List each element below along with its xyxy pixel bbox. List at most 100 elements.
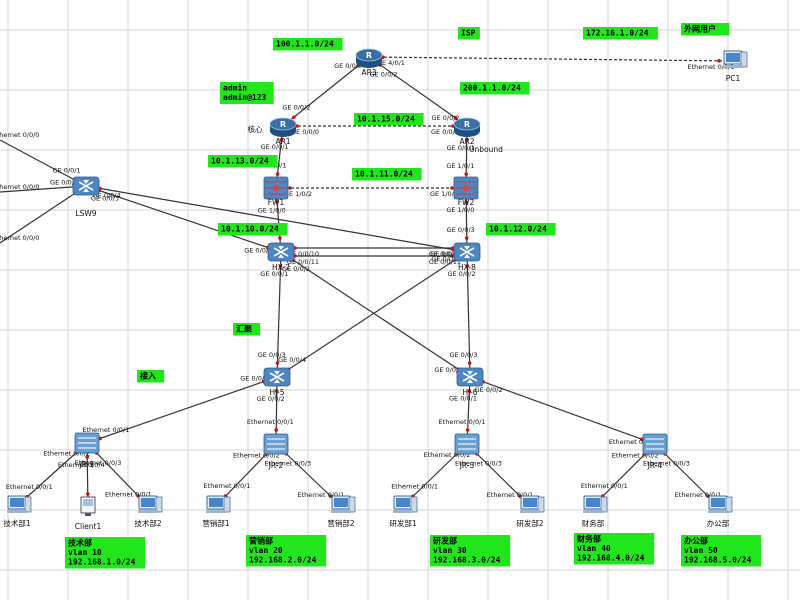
- device-label: 营销部2: [327, 518, 354, 528]
- keyboard: [723, 65, 743, 68]
- link-hj6-jr3[interactable]: [466, 376, 471, 445]
- port-label: Ethernet 0/0/1: [82, 426, 129, 434]
- note-text: 汇聚: [236, 324, 253, 334]
- port-label: GE 0/0/1: [449, 395, 477, 403]
- port-label: GE 0/0/4: [278, 356, 306, 364]
- device-pc-js2[interactable]: 技术部2: [134, 495, 163, 528]
- device-pc-yf2[interactable]: 研发部2: [516, 495, 545, 528]
- device-fw1[interactable]: FW1: [263, 176, 289, 207]
- device-fw2[interactable]: FW2: [453, 176, 479, 207]
- link-lsw9-hx7[interactable]: [85, 185, 282, 253]
- device-jr3[interactable]: JR-3: [454, 433, 480, 470]
- note-text: 10.1.10.0/24: [221, 225, 279, 234]
- device-jr2[interactable]: JR-2: [263, 433, 289, 470]
- device-label: AR3: [361, 68, 376, 77]
- network-note[interactable]: 汇聚: [233, 323, 261, 336]
- device-label: HJ-5: [269, 388, 284, 397]
- device-pc-yx1[interactable]: 营销部1: [202, 495, 231, 528]
- link-ar3-pc1[interactable]: [368, 56, 734, 62]
- link-ar3-ar1[interactable]: [282, 56, 370, 127]
- network-note[interactable]: ISP: [458, 27, 480, 40]
- note-text: 10.1.11.0/24: [355, 170, 413, 179]
- network-note[interactable]: 200.1.1.0/24: [460, 82, 530, 95]
- device-pc-bg[interactable]: 办公部: [707, 495, 733, 528]
- note-bg: [583, 27, 658, 40]
- device-hx7[interactable]: HX-7: [267, 242, 295, 272]
- screen: [209, 498, 223, 507]
- network-note[interactable]: 10.1.13.0/24: [208, 155, 278, 168]
- device-pc1[interactable]: PC1: [723, 50, 748, 83]
- note-bg: [220, 82, 274, 104]
- port-label: Ethernet 0/0/1: [6, 483, 53, 491]
- link-hx7-hj5[interactable]: [276, 251, 282, 378]
- device-label: AR1: [275, 137, 290, 146]
- note-text: 10.1.13.0/24: [211, 157, 269, 166]
- router-top: [453, 117, 481, 131]
- note-bg: [460, 82, 530, 95]
- device-hx8[interactable]: HX-8: [453, 242, 481, 272]
- keyboard: [7, 510, 27, 513]
- link-offscreen[interactable]: [0, 185, 87, 193]
- network-note[interactable]: 10.1.12.0/24: [486, 223, 556, 236]
- port-label: GE 1/0/2: [284, 190, 312, 198]
- note-bg: [574, 533, 655, 565]
- note-text: 200.1.1.0/24: [463, 84, 521, 93]
- port-label: GE 0/0/9: [244, 247, 272, 255]
- device-label: HX-8: [458, 263, 476, 272]
- port-dot: [464, 236, 469, 240]
- link-hj5-jr2[interactable]: [275, 376, 278, 445]
- device-lsw9[interactable]: LSW9: [72, 176, 100, 218]
- network-note[interactable]: 10.1.10.0/24: [218, 223, 288, 236]
- port-dot: [453, 116, 458, 120]
- router-top: [355, 48, 383, 62]
- port-label: GE 0/0/1: [447, 144, 475, 152]
- note-text: 研发部: [433, 536, 457, 546]
- network-note[interactable]: 10.1.11.0/24: [352, 168, 422, 181]
- screen: [523, 498, 537, 507]
- device-jr4[interactable]: JR-4: [642, 433, 668, 470]
- port-dot: [278, 236, 282, 240]
- link-hx8-hj5[interactable]: [276, 251, 468, 378]
- link-hx7-hj6[interactable]: [280, 251, 471, 378]
- network-note[interactable]: 100.1.1.0/24: [273, 38, 343, 51]
- device-label: AR2: [459, 137, 474, 146]
- device-pc-yf1[interactable]: 研发部1: [389, 495, 418, 528]
- device-ar3[interactable]: R AR3: [355, 48, 383, 77]
- link-ar3-ar2[interactable]: [368, 56, 468, 127]
- link-hj6-jr4[interactable]: [469, 376, 656, 445]
- note-text: admin: [223, 83, 247, 93]
- link-lsw9-hx8[interactable]: [85, 185, 468, 253]
- device-client1[interactable]: Client1: [75, 496, 102, 531]
- note-text: 10.1.12.0/24: [489, 225, 547, 234]
- note-text: 192.168.2.0/24: [249, 556, 317, 565]
- device-hj6[interactable]: HJ-6: [456, 367, 484, 397]
- link-hj5-jr1[interactable]: [86, 376, 278, 444]
- device-pc-yx2[interactable]: 营销部2: [327, 495, 356, 528]
- device-pc-js1[interactable]: 技术部1: [3, 495, 32, 528]
- network-note[interactable]: 172.16.1.0/24: [583, 27, 658, 40]
- network-note[interactable]: 10.1.15.0/24: [354, 113, 424, 126]
- port-dot: [467, 361, 472, 365]
- port-label: GE 0/0/10: [287, 250, 319, 258]
- network-note[interactable]: 接入: [137, 370, 165, 383]
- link-offscreen[interactable]: [0, 139, 87, 187]
- device-jr1[interactable]: JR-1: [74, 432, 100, 469]
- switch-mark: [83, 180, 89, 192]
- device-hj5[interactable]: HJ-5: [263, 367, 291, 397]
- link-hx8-hj6[interactable]: [466, 251, 471, 378]
- router-icon: R: [366, 51, 372, 60]
- device-label: LSW9: [75, 209, 96, 218]
- link-offscreen[interactable]: [0, 185, 87, 244]
- device-pc-cw[interactable]: 财务部: [582, 495, 608, 528]
- network-note[interactable]: 外网用户: [681, 23, 730, 36]
- port-label: Ethernet 0/0/2: [43, 449, 90, 457]
